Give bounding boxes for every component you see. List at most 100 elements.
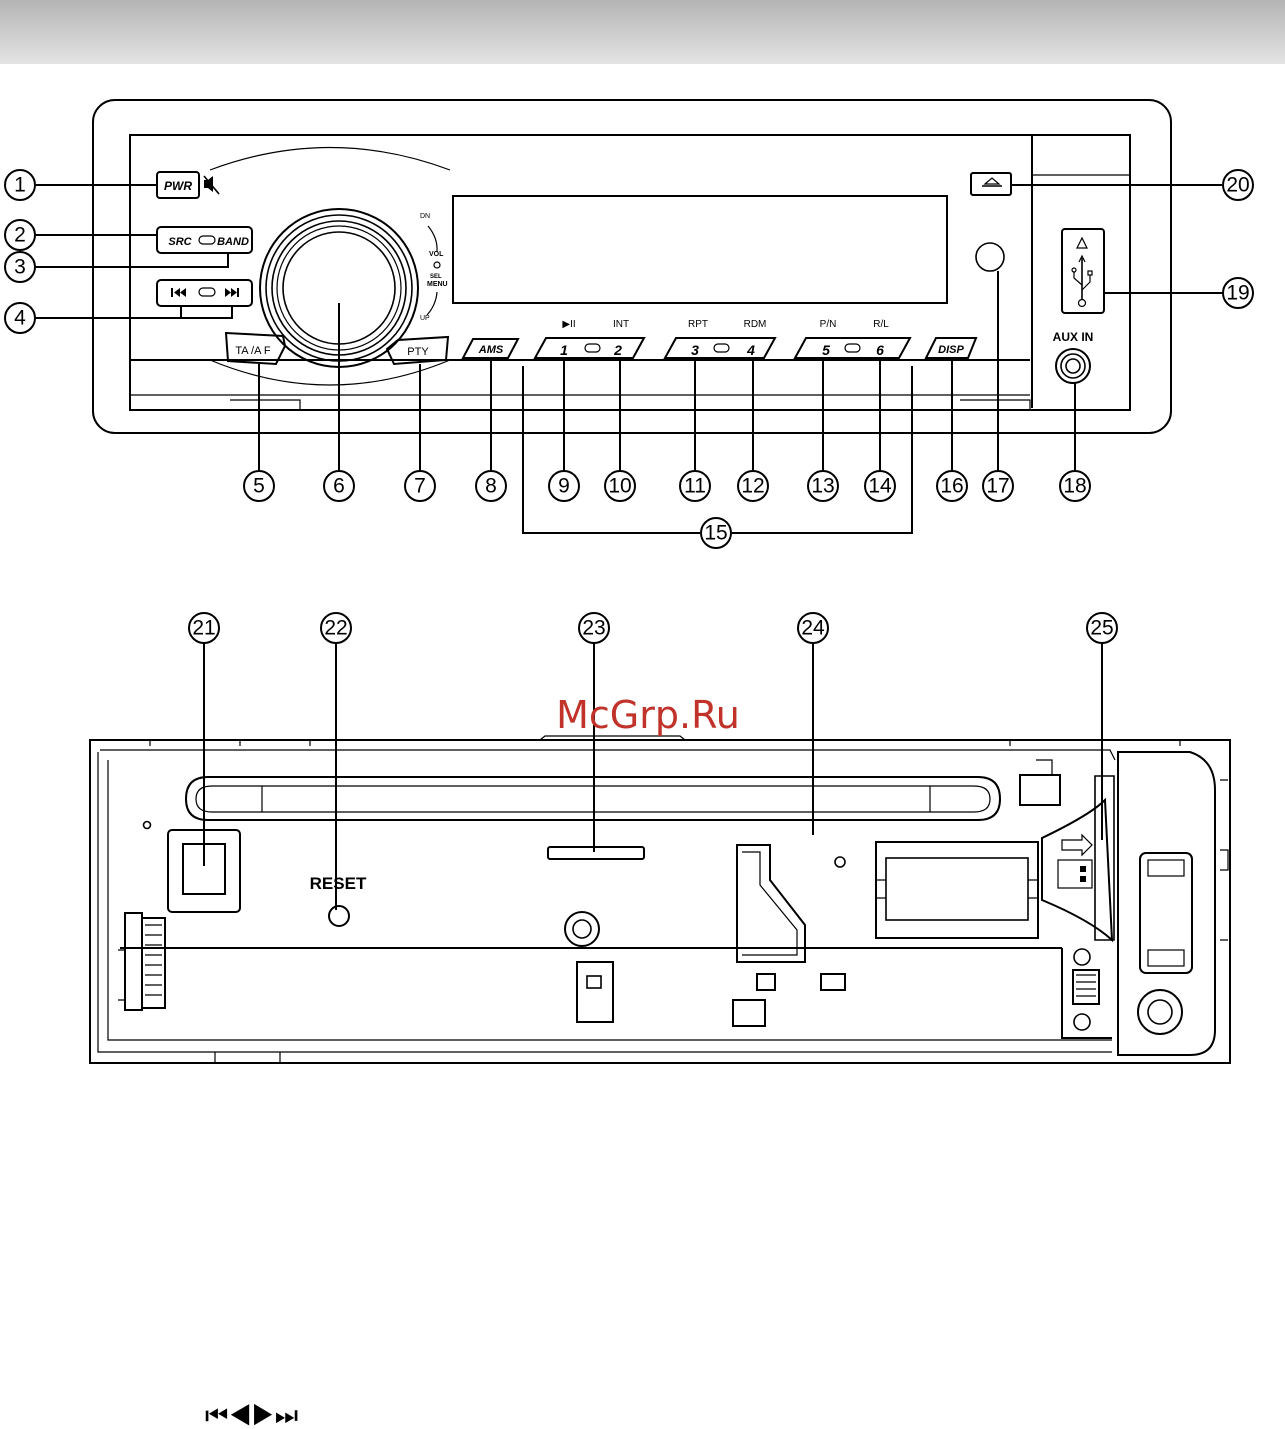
- ams-button[interactable]: AMS: [463, 339, 518, 358]
- usb-icon: [1072, 256, 1092, 307]
- preset-5-label: 5: [822, 342, 830, 358]
- callout-18: 18: [1060, 471, 1090, 501]
- preset-4-label: 4: [746, 342, 755, 358]
- callout-10: 10: [605, 471, 635, 501]
- svg-text:15: 15: [704, 522, 727, 545]
- callout-6: 6: [324, 471, 354, 501]
- svg-text:20: 20: [1226, 174, 1249, 197]
- svg-text:9: 9: [558, 475, 570, 498]
- leader-lines: [35, 185, 1222, 910]
- callout-3: 3: [5, 252, 35, 282]
- callout-17: 17: [983, 471, 1013, 501]
- svg-text:5: 5: [253, 475, 265, 498]
- mute-icon: [204, 176, 219, 194]
- svg-text:17: 17: [986, 475, 1009, 498]
- play-pause-label: ▶II: [562, 319, 575, 330]
- pwr-button[interactable]: PWR: [157, 172, 199, 198]
- svg-text:13: 13: [811, 475, 834, 498]
- callout-21: 21: [189, 613, 219, 643]
- rear-panel: RESET: [90, 736, 1230, 1063]
- svg-text:10: 10: [608, 475, 631, 498]
- src-band-button[interactable]: SRC BAND: [157, 227, 252, 253]
- lcd-display: [453, 196, 947, 303]
- callout-7: 7: [405, 471, 435, 501]
- pn-label: P/N: [820, 319, 837, 330]
- pty-label: PTY: [407, 346, 429, 358]
- preset-buttons-1-2[interactable]: 1 2: [535, 338, 644, 358]
- disp-label: DISP: [938, 344, 964, 356]
- reset-label: RESET: [310, 874, 367, 893]
- callout-1: 1: [5, 170, 35, 200]
- callout-11: 11: [680, 471, 710, 501]
- svg-text:16: 16: [940, 475, 963, 498]
- svg-text:24: 24: [801, 617, 825, 640]
- preset-buttons-5-6[interactable]: 5 6: [795, 338, 910, 358]
- front-panel-outer-frame: [93, 100, 1171, 433]
- callout-5: 5: [244, 471, 274, 501]
- svg-text:18: 18: [1063, 475, 1086, 498]
- callout-2: 2: [5, 220, 35, 250]
- ir-sensor: [976, 243, 1004, 271]
- callout-23: 23: [579, 613, 609, 643]
- band-label: BAND: [217, 236, 249, 248]
- aux-in-label: AUX IN: [1053, 330, 1094, 344]
- disp-button[interactable]: DISP: [926, 338, 976, 358]
- front-panel: PWR SRC BAND: [93, 100, 1171, 433]
- svg-text:8: 8: [485, 475, 497, 498]
- callout-12: 12: [738, 471, 768, 501]
- sel-label: SEL: [430, 274, 442, 280]
- svg-text:2: 2: [14, 224, 26, 247]
- watermark-text: McGrp.Ru: [556, 693, 740, 737]
- left-gear: [118, 913, 165, 1010]
- callout-25: 25: [1087, 613, 1117, 643]
- callout-22: 22: [321, 613, 351, 643]
- preset-3-label: 3: [691, 342, 699, 358]
- usb-port[interactable]: [1062, 229, 1104, 313]
- callout-20: 20: [1223, 170, 1253, 200]
- svg-text:6: 6: [333, 475, 345, 498]
- callout-9: 9: [549, 471, 579, 501]
- front-panel-face: [130, 135, 1130, 410]
- eject-icon: [982, 178, 1002, 186]
- svg-text:22: 22: [324, 617, 347, 640]
- preset-2-label: 2: [613, 342, 622, 358]
- up-label: UP: [420, 315, 430, 322]
- rdm-label: RDM: [744, 319, 767, 330]
- next-track-icon[interactable]: [225, 288, 239, 297]
- svg-text:14: 14: [868, 475, 892, 498]
- svg-text:12: 12: [741, 475, 764, 498]
- footer-transport-glyphs: ⏮◀▶⏭: [205, 1400, 298, 1429]
- track-skip-buttons[interactable]: [157, 280, 252, 306]
- vol-label: VOL: [429, 251, 444, 258]
- preset-buttons-3-4[interactable]: 3 4: [665, 338, 775, 358]
- svg-text:11: 11: [684, 475, 706, 498]
- dn-label: DN: [420, 213, 430, 220]
- callout-16: 16: [937, 471, 967, 501]
- preset-1-label: 1: [560, 342, 568, 358]
- ta-af-label: TA /A F: [235, 345, 271, 357]
- menu-label: MENU: [427, 281, 448, 288]
- callout-13: 13: [808, 471, 838, 501]
- callout-4: 4: [5, 303, 35, 333]
- card-slot: [548, 847, 644, 859]
- int-label: INT: [613, 319, 629, 330]
- callout-15: 15: [701, 518, 731, 548]
- svg-text:21: 21: [192, 617, 215, 640]
- svg-text:23: 23: [582, 617, 605, 640]
- pwr-label: PWR: [164, 179, 192, 193]
- svg-text:19: 19: [1226, 282, 1249, 305]
- preset-6-label: 6: [876, 342, 884, 358]
- svg-text:25: 25: [1090, 617, 1113, 640]
- aux-in-jack[interactable]: [1056, 349, 1090, 383]
- prev-track-icon[interactable]: [171, 288, 186, 297]
- rl-label: R/L: [873, 319, 889, 330]
- svg-text:7: 7: [414, 475, 426, 498]
- callout-8: 8: [476, 471, 506, 501]
- reset-button[interactable]: [329, 906, 349, 926]
- callout-14: 14: [865, 471, 895, 501]
- eject-button[interactable]: [971, 173, 1011, 195]
- ams-label: AMS: [478, 344, 504, 356]
- svg-text:4: 4: [14, 307, 26, 330]
- src-label: SRC: [168, 236, 192, 248]
